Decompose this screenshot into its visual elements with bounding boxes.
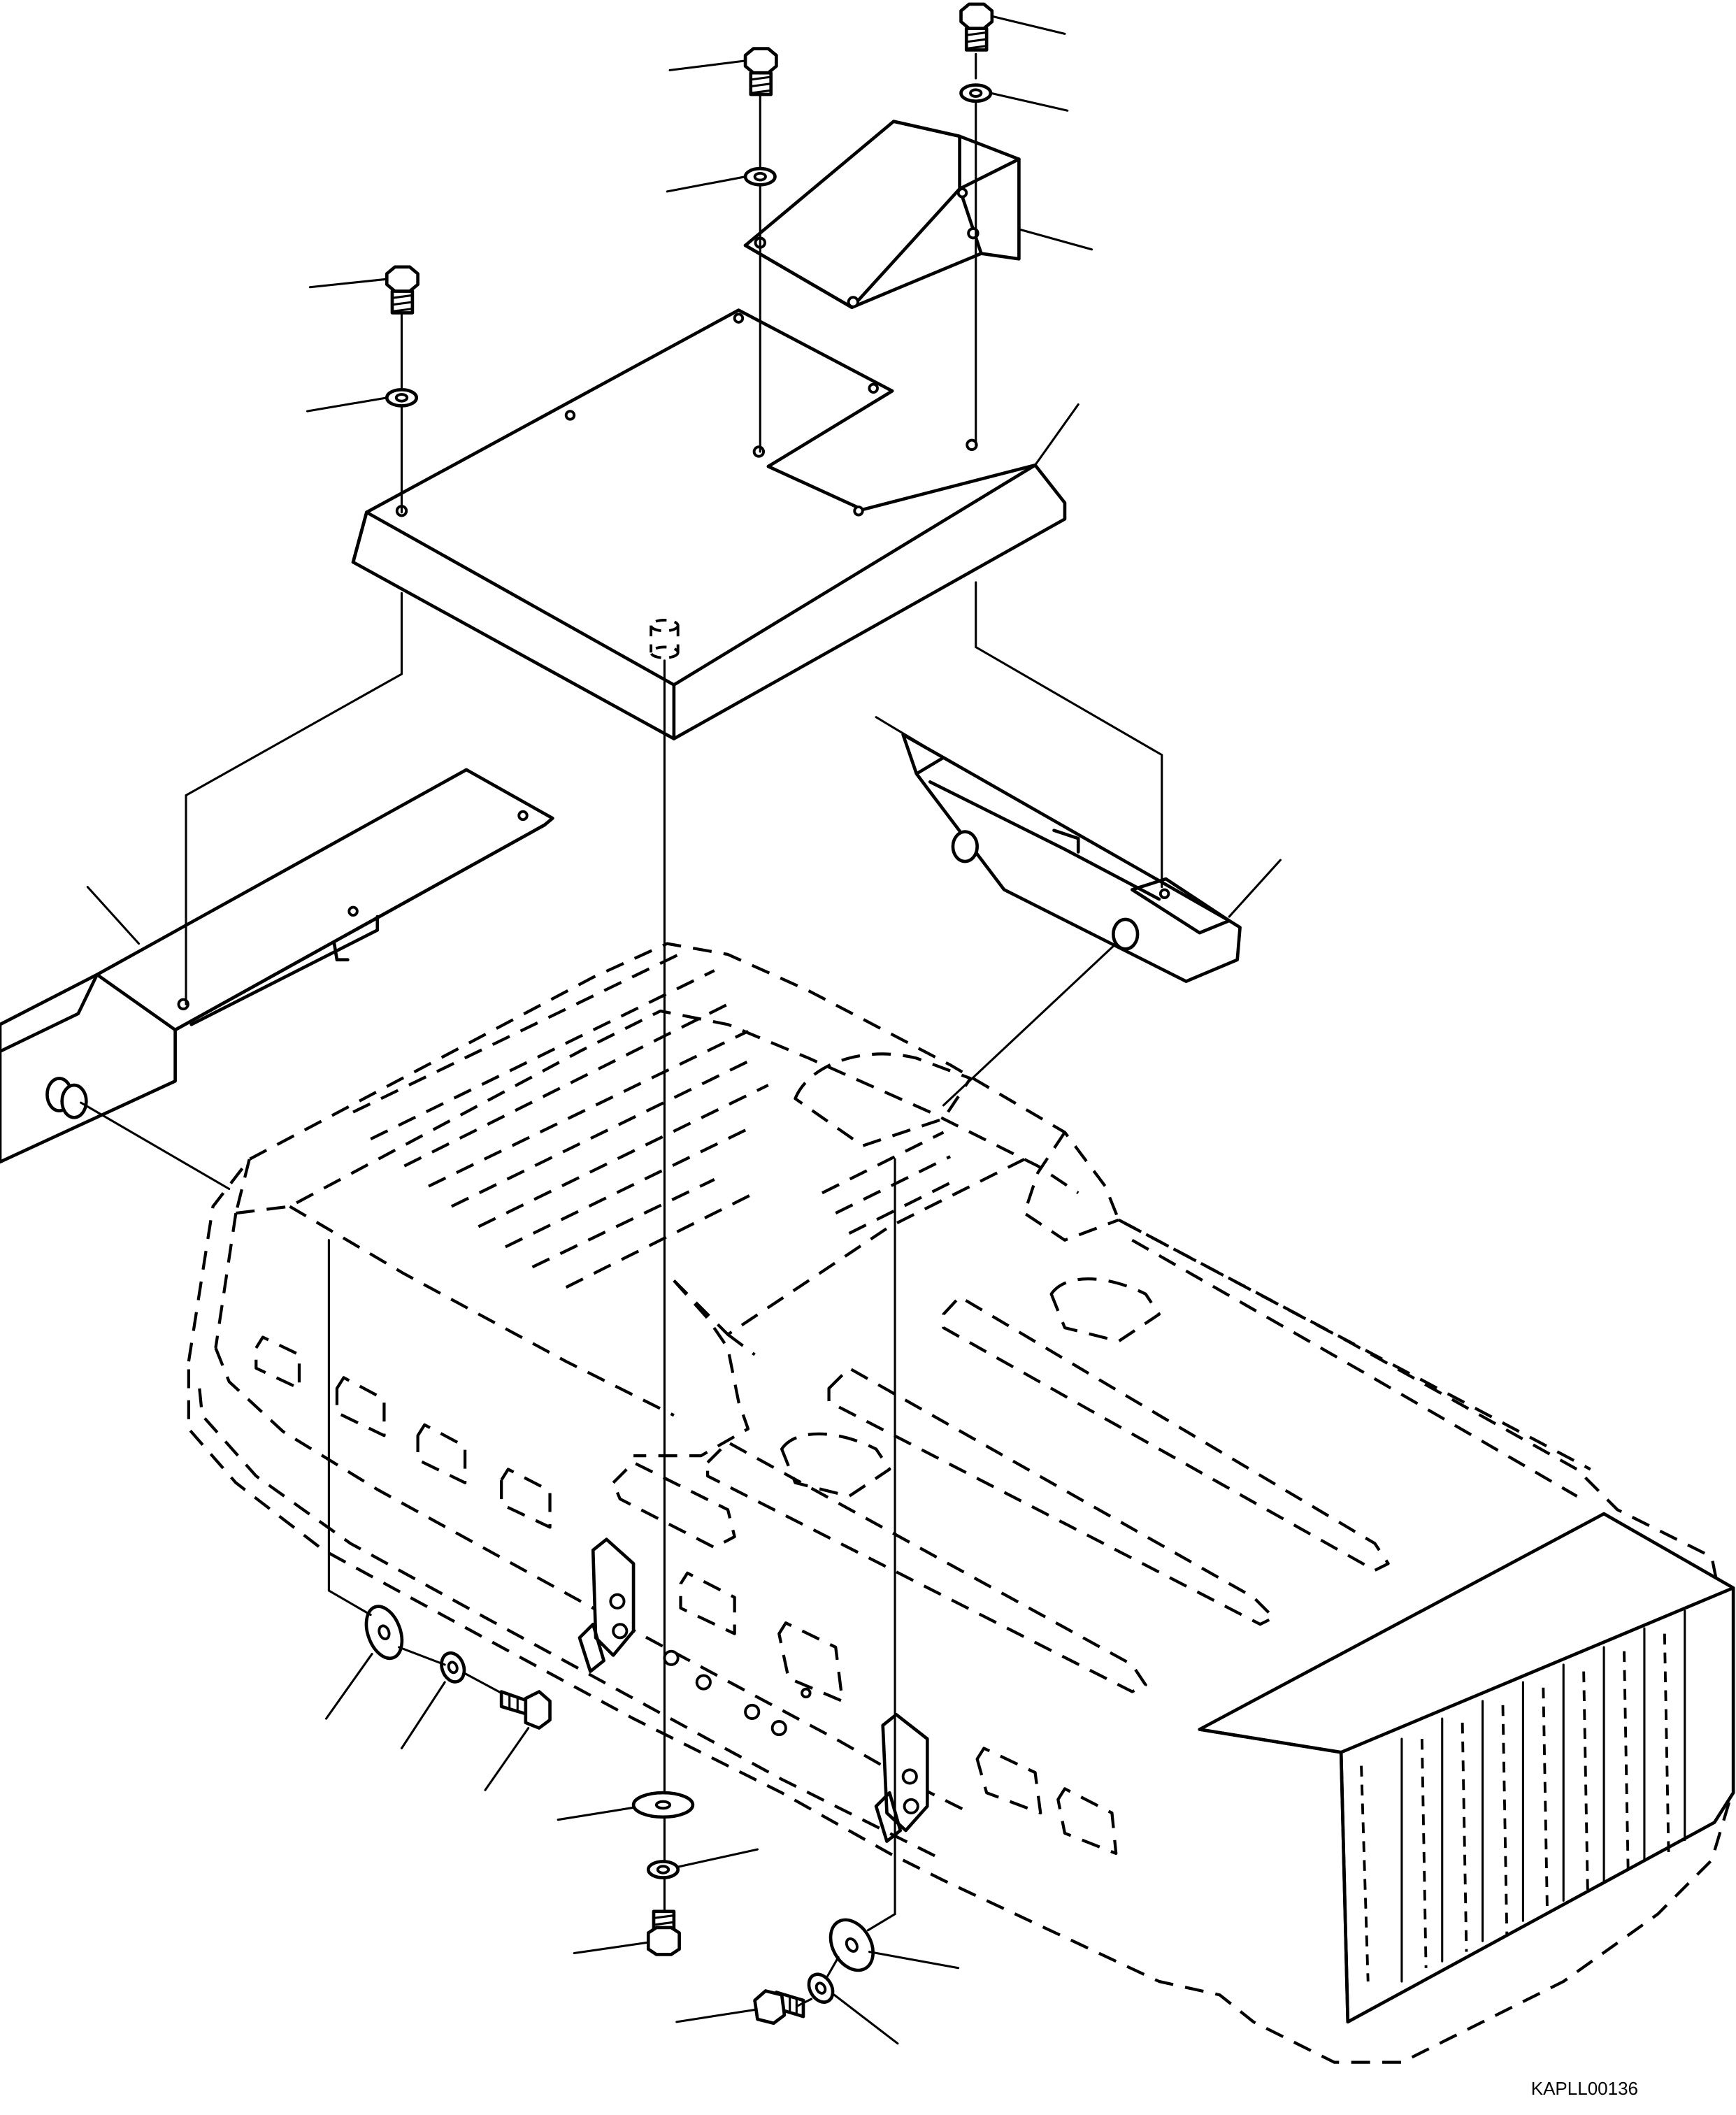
washer-top-right <box>959 83 993 103</box>
large-washer-bottom-center <box>631 1791 695 1819</box>
large-washer-bottom-right <box>828 1918 875 1972</box>
top-bracket <box>743 120 1021 309</box>
bolt-bottom-left <box>499 1690 552 1730</box>
front-bolts <box>663 1649 812 1737</box>
bolt-bottom-right <box>753 1989 805 2026</box>
hood-grille-slots <box>352 949 958 1289</box>
bolt-bottom-center <box>646 1909 681 1956</box>
washer-top-left <box>385 387 419 408</box>
bolt-top-right <box>959 2 994 52</box>
top-cover-plate <box>351 308 1067 740</box>
large-washer-bottom-left <box>364 1605 404 1661</box>
engine-hood <box>187 942 1734 2064</box>
leader-lines <box>86 15 1282 2045</box>
hood-latch-right <box>874 1712 929 1843</box>
washer-bottom-right <box>807 1972 835 2004</box>
left-side-rail <box>0 768 554 1164</box>
alignment-lines <box>80 52 1163 2007</box>
washer-bottom-center <box>646 1860 680 1879</box>
bolt-top-center <box>743 47 778 96</box>
bolt-top-left <box>385 265 419 315</box>
drawing-code: KAPLL00136 <box>1530 2078 1638 2099</box>
right-side-rail <box>901 733 1242 983</box>
washer-bottom-left <box>440 1651 466 1684</box>
radiator-grille-box <box>1198 1512 1735 2024</box>
washer-top-center <box>743 166 777 187</box>
hood-latch-left <box>578 1537 636 1673</box>
